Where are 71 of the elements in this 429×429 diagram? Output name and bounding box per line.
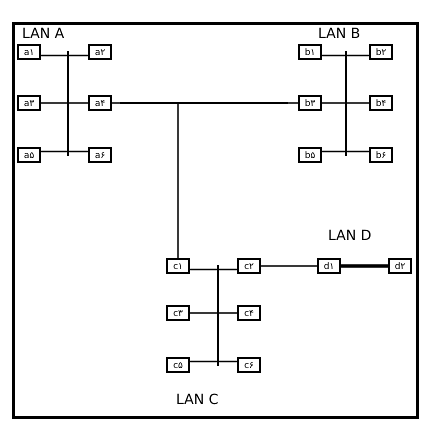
host-label: b۱ [304,48,316,58]
network-link [41,150,67,152]
host-label: b۵ [304,151,316,161]
network-link [69,54,88,56]
host-box [317,258,341,274]
host-box [298,147,322,163]
host-label: a۱ [24,48,34,58]
bus-line [120,102,288,104]
host-label: c۲ [244,262,254,272]
host-label: a۳ [24,99,34,109]
host-box [88,147,112,163]
host-label: c۱ [173,262,183,272]
host-box [166,357,190,373]
network-link [41,54,67,56]
host-box [166,305,190,321]
host-box [369,44,393,60]
host-label: b۲ [376,48,386,58]
host-box [369,147,393,163]
lan-label: LAN A [22,26,64,42]
host-label: c۴ [244,309,254,319]
host-label: d۱ [324,262,334,272]
network-link [347,102,369,104]
network-link [69,150,88,152]
lan-label: LAN D [328,228,372,244]
network-link [219,312,237,314]
network-link [322,150,345,152]
host-box [88,95,112,111]
host-box [298,44,322,60]
host-box [237,258,261,274]
host-box [237,357,261,373]
network-link [69,102,88,104]
network-link [190,268,217,270]
host-box [388,258,412,274]
host-label: c۶ [244,361,254,371]
bus-line [217,265,219,366]
host-box [166,258,190,274]
host-box [237,305,261,321]
network-link [177,104,179,258]
network-link [288,102,298,104]
host-label: a۲ [94,48,106,58]
host-box [17,95,41,111]
host-label: a۴ [94,99,106,109]
network-link [322,102,345,104]
host-label: c۵ [173,361,183,371]
host-box [88,44,112,60]
host-box [369,95,393,111]
host-label: d۲ [394,262,406,272]
bus-line [67,51,69,156]
network-link [341,264,388,268]
host-label: b۴ [376,99,386,109]
host-box [298,95,322,111]
network-link [190,312,217,314]
network-link [322,54,345,56]
host-label: a۶ [94,151,106,161]
network-link [41,102,67,104]
host-label: b۶ [376,151,386,161]
host-label: a۵ [24,151,34,161]
host-label: c۳ [173,309,183,319]
network-link [261,265,317,267]
bus-line [345,51,347,156]
lan-label: LAN C [176,392,218,408]
host-box [17,44,41,60]
network-link [190,360,217,362]
network-link [347,54,369,56]
lan-label: LAN B [318,26,360,42]
host-box [17,147,41,163]
network-link [219,268,237,270]
network-link [219,360,237,362]
network-link [347,150,369,152]
network-link [112,102,120,104]
host-label: b۳ [304,99,316,109]
